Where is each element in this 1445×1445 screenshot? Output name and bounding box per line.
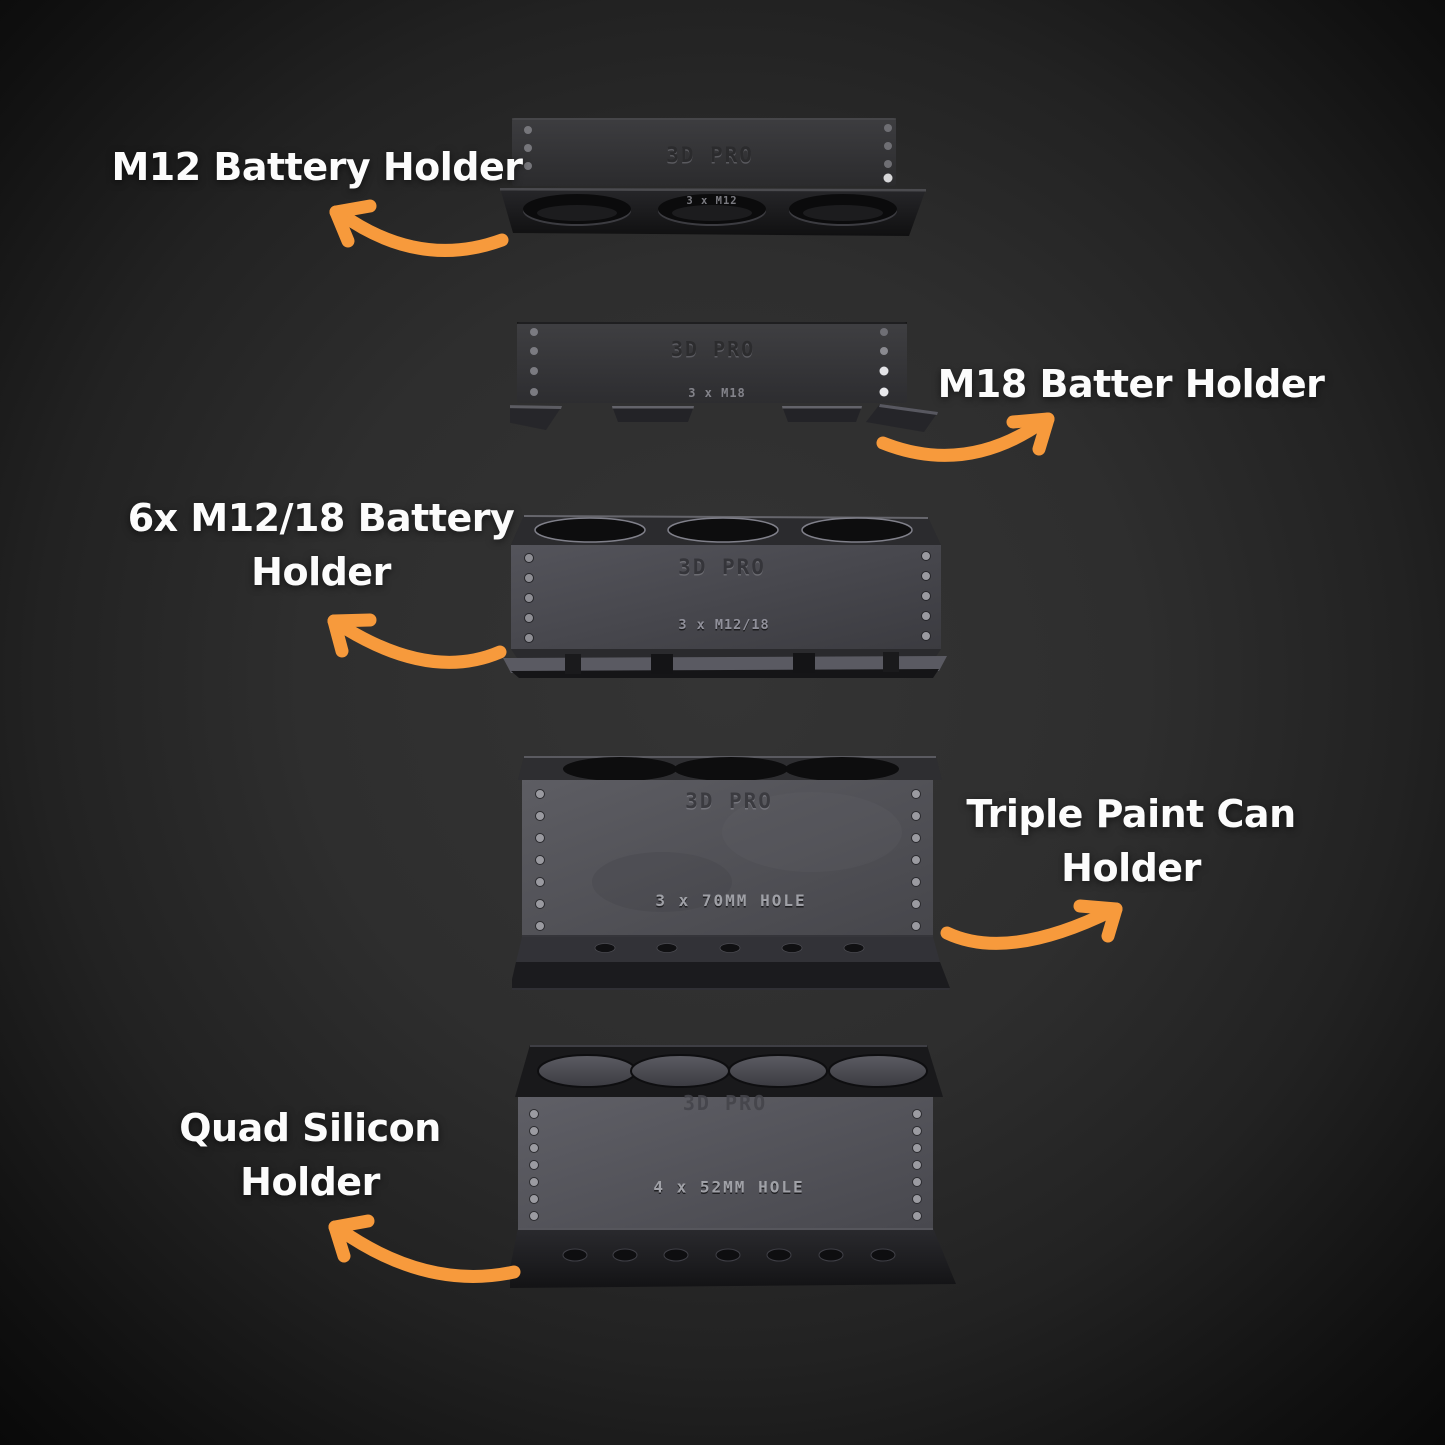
brand-embossing: 3D PRO (666, 143, 754, 167)
front-face (522, 780, 933, 936)
label-line: M12 Battery Holder (111, 145, 523, 189)
product-photo-quad-silicon-holder: 3D PRO 4 x 52MM HOLE 4 x 52MM HOLE (510, 1045, 956, 1288)
front-face (511, 545, 941, 649)
brand-embossing: 3D PRO (685, 789, 773, 813)
product-photo-6x-m12-18-battery-holder: 3D PRO 3D PRO 3 x M12/18 3 x M12/18 (503, 515, 947, 678)
brand-embossing-shadow: 3D PRO (685, 791, 773, 815)
label-line: M18 Batter Holder (937, 362, 1325, 406)
product-marking-shadow: 3 x M12/18 (678, 619, 769, 635)
product-marking: 3 x M12 (686, 195, 737, 207)
label-line: Triple Paint Can (966, 792, 1296, 836)
battery-slots (534, 517, 913, 543)
mounting-holes (524, 551, 931, 643)
label-quad-silicon-holder: Quad Silicon Holder (179, 1101, 441, 1209)
battery-slots (523, 194, 897, 226)
brand-embossing-shadow: 3D PRO (666, 145, 754, 169)
label-line: Holder (1061, 846, 1201, 890)
product-marking: 3 x 70MM HOLE (655, 891, 806, 910)
label-line: Quad Silicon (179, 1106, 441, 1150)
brand-embossing: 3D PRO (678, 555, 766, 579)
back-plate (517, 322, 907, 403)
product-marking-shadow: 3 x 70MM HOLE (655, 893, 806, 912)
mounting-holes (524, 124, 893, 183)
label-line: Holder (240, 1160, 380, 1204)
mounting-holes (535, 789, 921, 931)
arrow-to-quad-silicon-holder-icon (328, 1214, 521, 1283)
brand-embossing-shadow: 3D PRO (671, 339, 755, 363)
arrow-to-paint-can-holder-icon (940, 899, 1123, 950)
brand-embossing-shadow: 3D PRO (678, 557, 766, 581)
label-line: 6x M12/18 Battery (127, 496, 515, 540)
product-marking: 3 x M18 (688, 386, 746, 400)
arrow-to-m12-holder-icon (329, 199, 509, 257)
brand-embossing: 3D PRO (671, 337, 755, 361)
label-triple-paint-can-holder: Triple Paint Can Holder (966, 787, 1296, 895)
brand-embossing: 3D PRO (683, 1091, 767, 1115)
product-photo-m12-battery-holder: 3D PRO 3D PRO 3 x M12 (500, 118, 926, 236)
label-6x-m12-18-battery-holder: 6x M12/18 Battery Holder (128, 491, 515, 599)
product-photo-triple-paint-can-holder: 3D PRO 3D PRO 3 x 70MM HOLE 3 x 70MM HOL… (512, 756, 950, 990)
back-plate (512, 118, 896, 186)
paint-can-holes (563, 757, 899, 781)
bottom-tabs (510, 404, 938, 432)
mounting-holes (530, 328, 889, 397)
silicon-tube-holes (537, 1054, 928, 1088)
base-flange (512, 962, 950, 988)
product-marking: 3 x M12/18 (678, 617, 769, 633)
label-m18-batter-holder: M18 Batter Holder (938, 357, 1325, 411)
base-holes (594, 943, 865, 953)
mounting-holes (529, 1109, 922, 1221)
label-line: Holder (251, 550, 391, 594)
arrow-to-6x-holder-icon (327, 613, 507, 669)
product-marking-shadow: 4 x 52MM HOLE (653, 1179, 804, 1198)
base-holes (562, 1248, 896, 1262)
bottom-ledge (503, 649, 947, 678)
label-m12-battery-holder: M12 Battery Holder (111, 140, 523, 194)
front-face (518, 1097, 933, 1228)
product-photo-m18-batter-holder: 3D PRO 3D PRO 3 x M18 (510, 322, 938, 432)
product-marking: 4 x 52MM HOLE (653, 1178, 804, 1197)
